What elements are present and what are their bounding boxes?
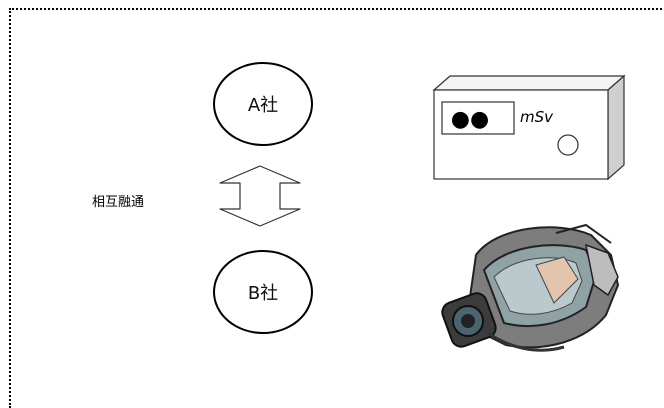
gas-mask-respirator-icon: [441, 223, 620, 352]
dosimeter-display: [441, 101, 515, 135]
company-b-node: B社: [213, 250, 313, 334]
company-b-label: B社: [247, 283, 279, 304]
company-a-node: A社: [213, 62, 313, 146]
bidirectional-arrow: [219, 165, 301, 227]
dosimeter-knob: [557, 134, 579, 156]
dosimeter-dots: ●●: [451, 107, 489, 132]
dosimeter-unit: mSv: [520, 108, 554, 126]
company-a-label: A社: [247, 95, 279, 116]
dosimeter-device-icon: ●● mSv: [432, 74, 626, 181]
relation-label: 相互融通: [92, 195, 145, 210]
dotted-frame: [9, 8, 664, 408]
